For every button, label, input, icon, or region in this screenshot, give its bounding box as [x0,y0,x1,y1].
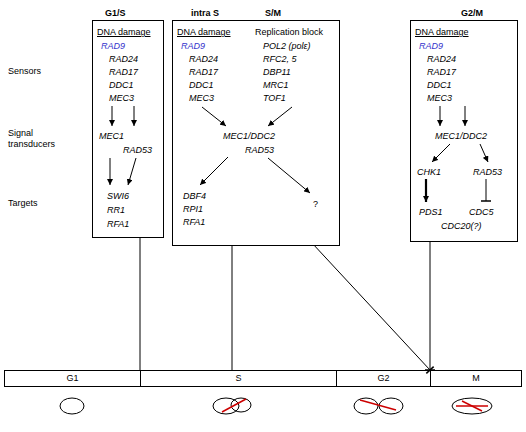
gene-name: ? [313,199,318,210]
gene-name: MEC1/DDC2 [435,131,487,142]
gene-name: MEC3 [427,93,452,104]
gene-name: RFC2, 5 [263,54,297,65]
gene-name: CHK1 [417,167,441,178]
gene-name: MEC3 [109,93,134,104]
gene-name: PDS1 [419,207,443,218]
checkpoint-connector [140,238,141,370]
gene-name: RFA1 [183,217,205,228]
gene-name: Replication block [255,27,323,38]
checkpoint-connector [232,246,233,370]
checkpoint-heading: intra S [191,8,219,19]
signal-heading: DNA damage [415,27,469,38]
gene-name: RR1 [107,205,125,216]
checkpoint-connector [315,246,430,370]
gene-name: CDC20(?) [441,221,482,232]
gene-name: MEC1/DDC2 [223,131,275,142]
gene-name: DDC1 [427,80,452,91]
gene-name: RAD24 [189,54,218,65]
phase-segment: M [430,370,522,387]
checkpoint-box: intra SS/MDNA damageRAD9RAD24RAD17DDC1ME… [172,20,340,246]
checkpoint-box: G1/SDNA damageRAD9RAD24RAD17DDC1MEC3MEC1… [92,20,164,238]
checkpoint-box: G2/MDNA damageRAD9RAD24RAD17DDC1MEC3MEC1… [410,20,518,242]
phase-label: G1 [66,373,78,384]
gene-name: DBF4 [183,191,206,202]
phase-label: M [472,373,480,384]
checkpoint-heading: G2/M [461,8,483,19]
row-label: Sensors [8,66,78,77]
gene-name: RAD53 [245,145,274,156]
phase-label: G2 [377,373,389,384]
gene-name: DDC1 [189,80,214,91]
phase-label: S [235,373,241,384]
signal-heading: DNA damage [177,27,231,38]
row-label: Signal transducers [8,128,68,150]
gene-name: RAD53 [123,145,152,156]
checkpoint-connector [430,242,431,370]
gene-name: CDC5 [469,207,494,218]
gene-name: MEC3 [189,93,214,104]
gene-name: RAD24 [109,54,138,65]
gene-name: RAD17 [427,67,456,78]
gene-name: RAD9 [419,41,443,52]
gene-name: RAD53 [473,167,502,178]
gene-name: RAD24 [427,54,456,65]
gene-name: SWI6 [107,191,129,202]
cell-illustrations [60,398,492,414]
gene-name: TOF1 [263,93,286,104]
gene-name: RAD17 [109,67,138,78]
gene-name: DBP11 [263,67,291,78]
gene-name: RAD9 [101,41,125,52]
phase-segment: S [140,370,337,387]
checkpoint-heading: S/M [265,8,281,19]
gene-name: RAD9 [181,41,205,52]
gene-name: MEC1 [99,131,124,142]
phase-segment: G2 [336,370,431,387]
row-label: Targets [8,198,78,209]
signal-arrows [110,106,488,202]
gene-name: DDC1 [109,80,134,91]
gene-name: POL2 (polε) [263,41,310,52]
phase-segment: G1 [4,370,141,387]
checkpoint-heading: G1/S [105,8,126,19]
gene-name: RAD17 [189,67,218,78]
signal-heading: DNA damage [97,27,151,38]
gene-name: RFA1 [107,219,129,230]
gene-name: MRC1 [263,80,289,91]
gene-name: RPI1 [183,204,203,215]
